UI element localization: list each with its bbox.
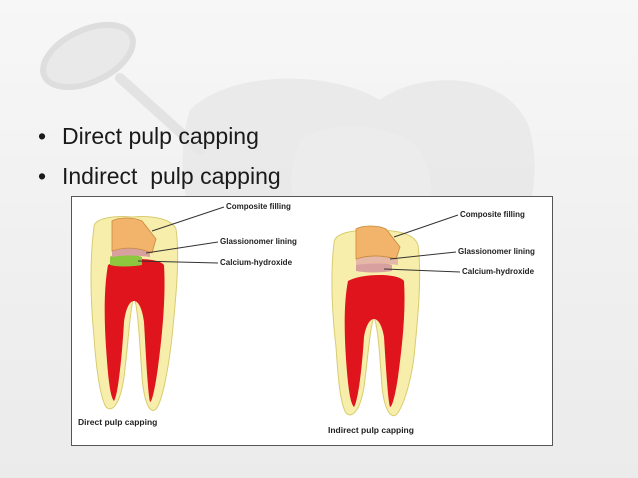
bullet-text: Direct pulp capping: [62, 123, 259, 149]
right-caption: Indirect pulp capping: [328, 425, 414, 435]
right-label-composite: Composite filling: [460, 210, 525, 219]
bullet-dot: •: [38, 163, 47, 189]
left-label-calcium: Calcium-hydroxide: [220, 258, 293, 267]
bullet-dot: •: [38, 123, 47, 149]
left-tooth-pulp: [104, 259, 165, 402]
left-tooth: [90, 216, 179, 411]
left-label-composite: Composite filling: [226, 202, 291, 211]
right-label-calcium: Calcium-hydroxide: [462, 267, 535, 276]
pulp-capping-diagram: Composite filling Glassionomer lining Ca…: [71, 196, 553, 446]
left-tooth-calcium-hydroxide: [110, 253, 142, 267]
bullet-item-indirect: • Indirect pulp capping: [38, 156, 281, 196]
right-tooth-pulp: [344, 275, 405, 407]
right-tooth-composite: [355, 225, 401, 260]
right-label-glassionomer: Glassionomer lining: [458, 247, 535, 256]
bullet-list: • Direct pulp capping • Indirect pulp capp…: [38, 116, 281, 196]
right-tooth: [331, 225, 421, 417]
bullet-item-direct: • Direct pulp capping: [38, 116, 281, 156]
bullet-text: Indirect pulp capping: [62, 163, 281, 189]
left-tooth-composite: [111, 217, 157, 254]
right-tooth-calcium-hydroxide: [356, 262, 392, 273]
left-label-glassionomer: Glassionomer lining: [220, 237, 297, 246]
left-caption: Direct pulp capping: [78, 417, 157, 427]
